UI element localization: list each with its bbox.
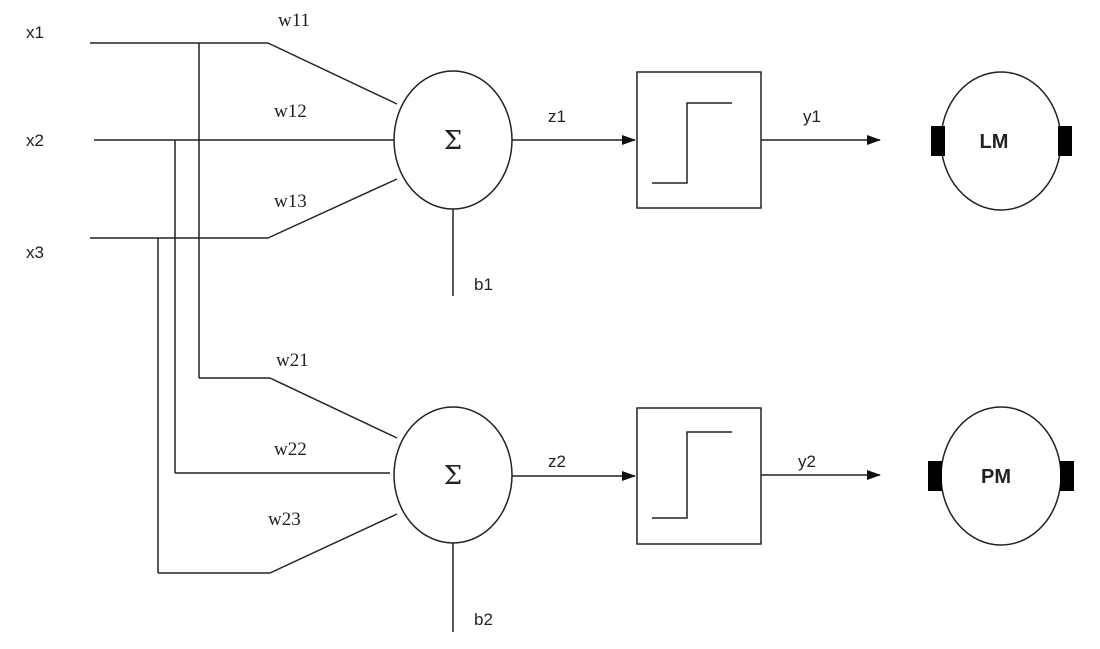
input-label-x2: x2 (26, 131, 44, 150)
weight-label-w21: w21 (276, 350, 309, 371)
motor-pm-right-wheel-icon (1060, 461, 1074, 491)
input-label-x1: x1 (26, 23, 44, 42)
summation-node-2 (393, 406, 513, 544)
connection-w23 (269, 513, 398, 574)
bias-label-b1: b1 (474, 275, 493, 294)
connection-w11 (267, 42, 398, 105)
sigma-icon: Σ (444, 126, 462, 156)
bias-label-b2: b2 (474, 610, 493, 629)
step-function-icon (652, 102, 732, 184)
input-wires (90, 42, 398, 574)
activation-box-2 (636, 407, 762, 545)
connection-w13 (267, 178, 398, 239)
motor-lm-right-wheel-icon (1058, 126, 1072, 156)
output-label-y2: y2 (798, 452, 816, 471)
net-label-z1: z1 (548, 107, 566, 126)
weight-label-w11: w11 (278, 10, 310, 31)
step-function-icon (652, 431, 732, 519)
motor-lm-left-wheel-icon (931, 126, 945, 156)
weight-label-w13: w13 (274, 191, 307, 212)
activation-box-1 (636, 71, 762, 209)
net-label-z2: z2 (548, 452, 566, 471)
motor-pm-left-wheel-icon (928, 461, 942, 491)
input-label-x3: x3 (26, 243, 44, 262)
motor-label-lm: LM (980, 131, 1009, 153)
connection-w21 (269, 377, 398, 439)
weight-label-w22: w22 (274, 439, 307, 460)
weight-label-w23: w23 (268, 509, 301, 530)
sigma-icon: Σ (444, 461, 462, 491)
neuron-1: Σ b1 z1 y1 LM (393, 70, 1072, 296)
neuron-2: Σ b2 z2 y2 PM (393, 406, 1074, 632)
motor-label-pm: PM (981, 466, 1011, 488)
weight-label-w12: w12 (274, 101, 307, 122)
output-label-y1: y1 (803, 107, 821, 126)
